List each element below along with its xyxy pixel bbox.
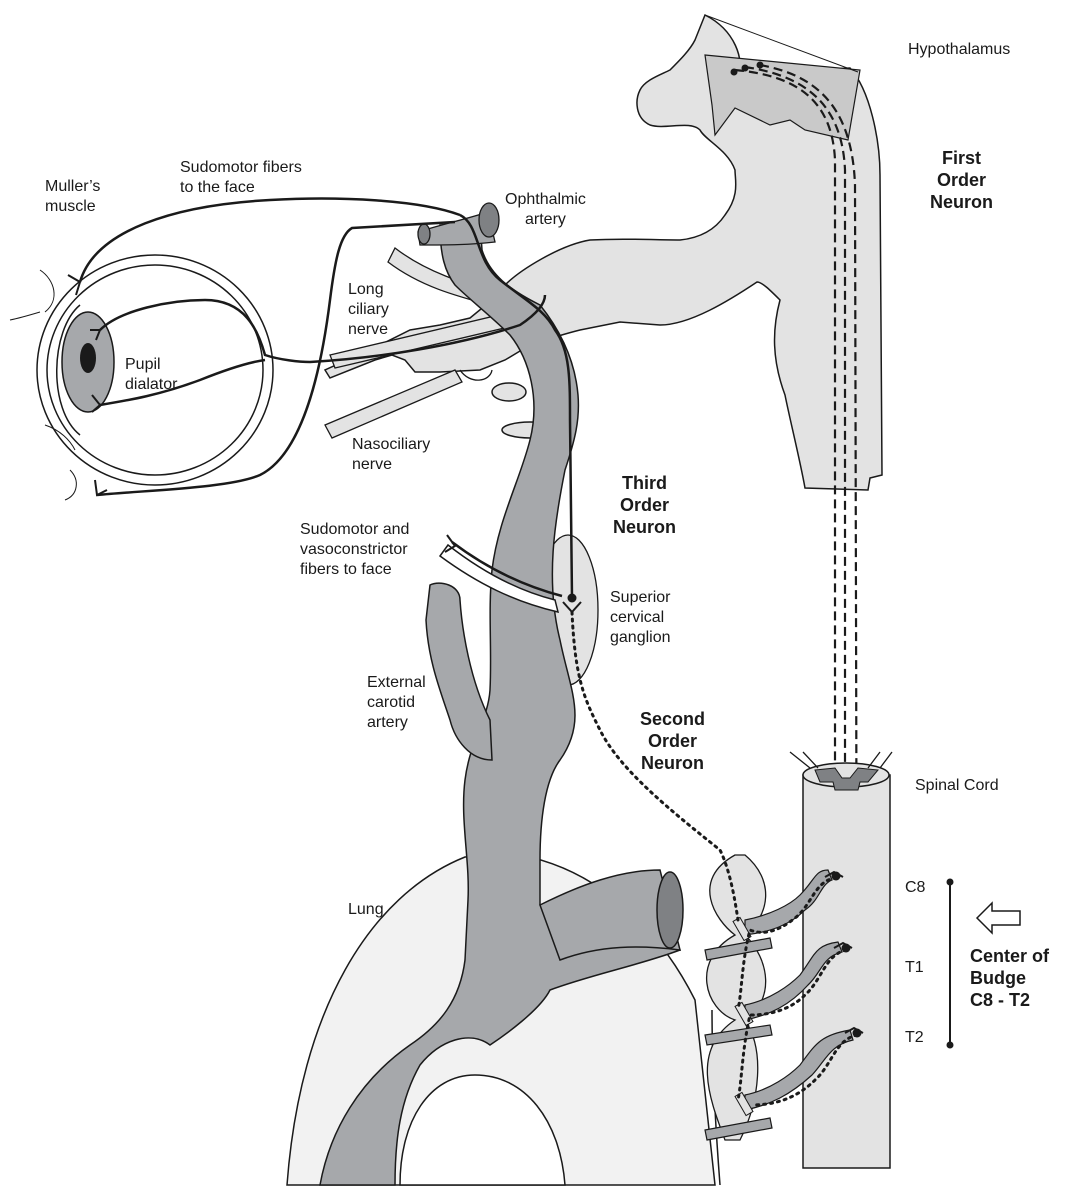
first-order-neuron-label: First Order Neuron <box>930 147 993 213</box>
second-order-line-2: Order <box>640 730 705 752</box>
first-order-cell-2 <box>742 65 749 72</box>
first-order-cell-1 <box>731 69 738 76</box>
first-order-line-1: First <box>930 147 993 169</box>
eyelid-line-2 <box>10 312 40 320</box>
range-bar-bottom <box>947 1042 954 1049</box>
budge-line-2: Budge <box>970 967 1049 989</box>
ophthalmic-artery-end-2 <box>418 224 430 244</box>
nasociliary-nerve-band <box>325 370 462 438</box>
brain-nodule-1 <box>492 383 526 401</box>
budge-line-1: Center of <box>970 945 1049 967</box>
third-order-line-3: Neuron <box>613 516 676 538</box>
hypothalamus-label: Hypothalamus <box>908 40 1010 60</box>
superior-cervical-ganglion-label: Superior cervical ganglion <box>610 588 671 648</box>
external-carotid-artery-shape <box>426 583 492 760</box>
external-carotid-line-2: carotid <box>367 693 426 713</box>
third-order-line-2: Order <box>613 494 676 516</box>
external-carotid-line-1: External <box>367 673 426 693</box>
t1-label: T1 <box>905 958 924 978</box>
second-order-line-3: Neuron <box>640 752 705 774</box>
pupil-dilator-label: Pupil dialator <box>125 355 177 395</box>
nasociliary-line-2: nerve <box>352 455 430 475</box>
sudomotor-vaso-line-2: vasoconstrictor <box>300 540 409 560</box>
long-ciliary-line-1: Long <box>348 280 389 300</box>
long-ciliary-nerve-label: Long ciliary nerve <box>348 280 389 340</box>
third-order-cell-body <box>568 594 577 603</box>
cerebellum-lobe <box>460 370 492 380</box>
eyelid-line-4 <box>65 470 76 500</box>
pupil <box>80 343 96 373</box>
first-order-cell-3 <box>757 62 764 69</box>
sudomotor-vaso-label: Sudomotor and vasoconstrictor fibers to … <box>300 520 409 580</box>
t2-label: T2 <box>905 1028 924 1048</box>
scg-line-1: Superior <box>610 588 671 608</box>
second-order-line-1: Second <box>640 708 705 730</box>
nasociliary-nerve-label: Nasociliary nerve <box>352 435 430 475</box>
center-of-budge-label: Center of Budge C8 - T2 <box>970 945 1049 1011</box>
nasociliary-line-1: Nasociliary <box>352 435 430 455</box>
dorsal-root-left <box>790 752 818 768</box>
mullers-line-2: muscle <box>45 197 100 217</box>
aortic-branch-end <box>657 872 683 948</box>
external-carotid-label: External carotid artery <box>367 673 426 733</box>
ophthalmic-line-1: Ophthalmic <box>505 190 586 210</box>
first-order-line-3: Neuron <box>930 191 993 213</box>
c8-label: C8 <box>905 878 925 898</box>
third-order-neuron-label: Third Order Neuron <box>613 472 676 538</box>
lung-label: Lung <box>348 900 384 920</box>
sudomotor-vaso-line-1: Sudomotor and <box>300 520 409 540</box>
ophthalmic-line-2: artery <box>505 210 586 230</box>
mullers-line-1: Muller’s <box>45 177 100 197</box>
scg-line-3: ganglion <box>610 628 671 648</box>
mullers-muscle-label: Muller’s muscle <box>45 177 100 217</box>
spinal-cord-label: Spinal Cord <box>915 776 999 796</box>
terminal-ending-lower <box>95 480 107 495</box>
long-ciliary-line-2: ciliary <box>348 300 389 320</box>
scg-line-2: cervical <box>610 608 671 628</box>
long-ciliary-line-3: nerve <box>348 320 389 340</box>
sudomotor-face-line-1: Sudomotor fibers <box>180 158 302 178</box>
pupil-line-1: Pupil <box>125 355 177 375</box>
ophthalmic-artery-end <box>479 203 499 237</box>
pupil-line-2: dialator <box>125 375 177 395</box>
center-arrow-icon <box>977 903 1020 933</box>
first-order-line-2: Order <box>930 169 993 191</box>
external-carotid-line-3: artery <box>367 713 426 733</box>
second-order-neuron-label: Second Order Neuron <box>640 708 705 774</box>
sudomotor-vaso-line-3: fibers to face <box>300 560 409 580</box>
ophthalmic-artery-label: Ophthalmic artery <box>505 190 586 230</box>
range-bar-top <box>947 879 954 886</box>
third-order-line-1: Third <box>613 472 676 494</box>
eyelid-line-1 <box>40 270 54 312</box>
sudomotor-face-line-2: to the face <box>180 178 302 198</box>
sudomotor-face-label: Sudomotor fibers to the face <box>180 158 302 198</box>
budge-line-3: C8 - T2 <box>970 989 1049 1011</box>
